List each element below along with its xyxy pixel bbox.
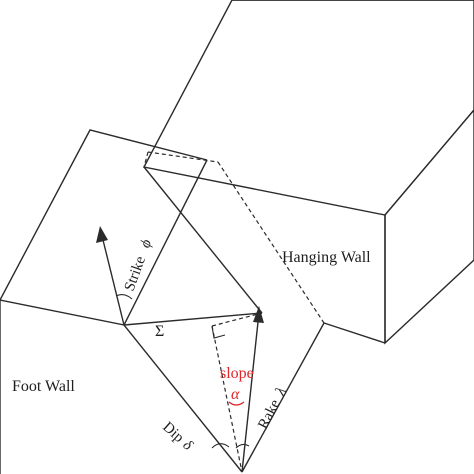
foot-wall-block: [0, 129, 243, 474]
strike-arrow: [96, 226, 125, 326]
strike-arrow-head: [96, 226, 108, 243]
rake-symbol: λ: [272, 384, 290, 398]
strike-angle-arc: [115, 293, 133, 300]
hanging-wall-block: [142, 0, 474, 345]
rake-arrow: [241, 306, 264, 473]
right-angle-marker: [211, 325, 226, 339]
rake-arrow-shaft: [241, 321, 259, 473]
foot-wall-label: Foot Wall: [12, 378, 75, 395]
fault-plane-strike-line: [123, 312, 263, 326]
slope-label: slope: [220, 365, 254, 382]
slope-horizontal-line: [211, 312, 263, 327]
slope-reference-line: [211, 325, 243, 473]
rake-arrow-head: [253, 306, 264, 323]
foot-wall-top-outline: [0, 129, 208, 301]
rake-label: Rake: [255, 397, 283, 432]
strike-symbol: ϕ: [137, 237, 155, 250]
hidden-edges: [143, 151, 325, 473]
strike-label: Strike: [122, 254, 149, 293]
slope-symbol: α: [231, 386, 240, 403]
slope-angle-arc: [228, 401, 245, 406]
fault-plane-right-edge: [241, 322, 325, 473]
hanging-wall-top-face: [142, 0, 474, 216]
hidden-edge-short: [143, 151, 149, 168]
strike-arrow-shaft: [102, 239, 125, 326]
rake-angle-arc: [235, 443, 250, 449]
fault-plane: [123, 159, 325, 473]
rake-label-group: Rake λ: [255, 384, 290, 431]
dip-angle-arc: [211, 443, 230, 449]
strike-label-group: Strike ϕ: [122, 237, 156, 293]
hidden-edge-top: [147, 151, 219, 163]
dip-label-group: Dip δ: [159, 419, 196, 454]
fault-plane-top-edge: [123, 159, 208, 326]
hanging-wall-label: Hanging Wall: [282, 249, 371, 266]
dip-label: Dip: [159, 419, 186, 446]
dip-symbol: δ: [179, 437, 196, 454]
hanging-wall-bottom-edge: [323, 322, 386, 344]
plane-sigma-label: Σ: [155, 323, 164, 340]
fault-trace-upper: [143, 166, 263, 314]
